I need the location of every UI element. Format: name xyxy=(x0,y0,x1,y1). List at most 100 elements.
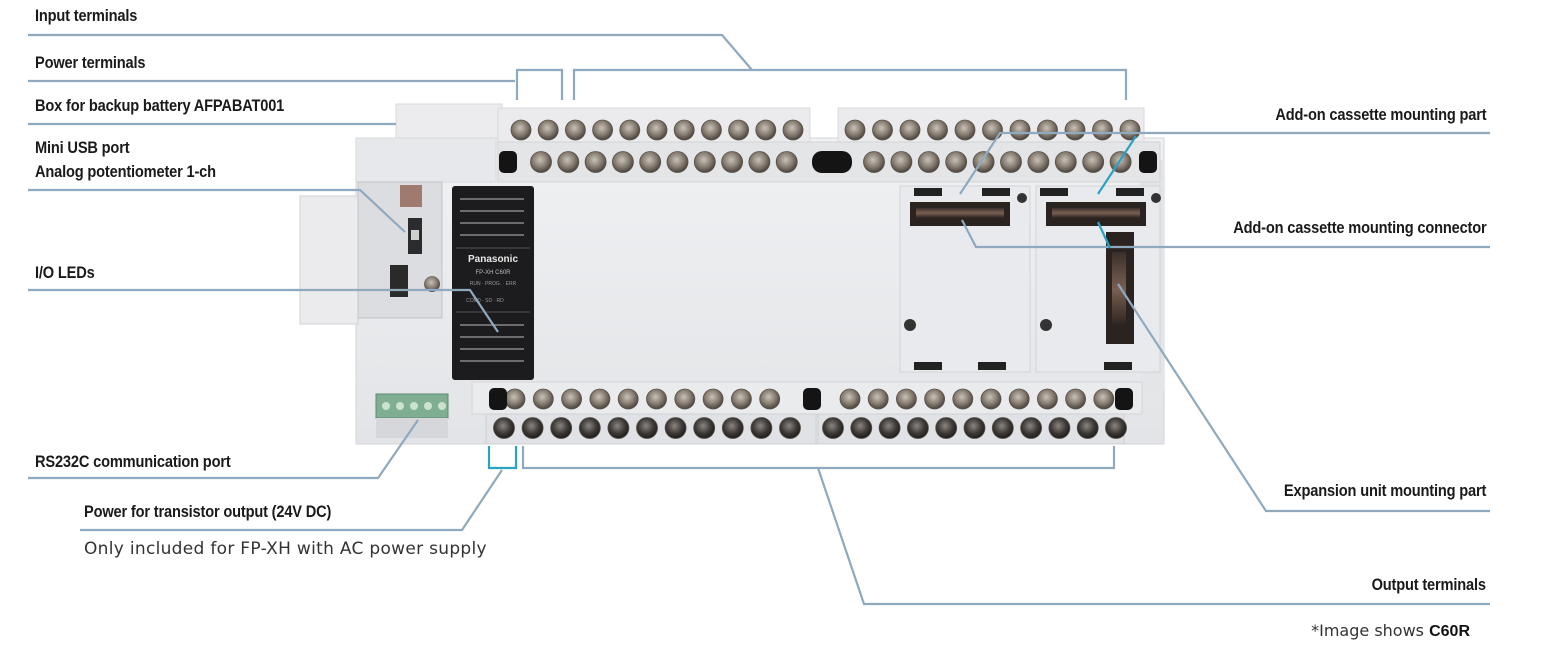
terminal-screw-icon xyxy=(617,388,639,410)
mini-usb-port xyxy=(400,185,422,254)
note-ac-power-supply: Only included for FP-XH with AC power su… xyxy=(84,539,487,559)
footnote-model: C60R xyxy=(1429,623,1470,640)
terminal-screw-icon xyxy=(1054,151,1077,173)
terminal-screw-icon xyxy=(584,151,607,173)
footnote-image-model: *Image shows C60R xyxy=(1311,621,1470,641)
terminal-screw-icon xyxy=(779,417,801,439)
terminal-screw-icon xyxy=(775,151,798,173)
terminal-screw-icon xyxy=(935,417,958,439)
terminal-screw-icon xyxy=(673,119,695,141)
terminal-screw-icon xyxy=(963,417,986,439)
svg-text:COM0 · SD · RD: COM0 · SD · RD xyxy=(466,298,504,304)
terminal-screw-icon xyxy=(565,119,586,141)
terminal-screw-icon xyxy=(878,417,901,439)
label-io-leds: I/O LEDs xyxy=(35,263,95,282)
label-transistor-output-power: Power for transistor output (24V DC) xyxy=(84,502,332,521)
terminal-screw-icon xyxy=(693,417,716,439)
terminal-screw-icon xyxy=(991,417,1014,439)
terminal-cover-icon xyxy=(812,151,852,173)
terminal-screw-icon xyxy=(839,388,861,410)
terminal-screw-icon xyxy=(924,388,945,410)
terminal-screw-icon xyxy=(721,151,743,173)
terminal-screw-icon xyxy=(493,417,515,439)
terminal-screw-icon xyxy=(1037,388,1058,410)
leader-addon-connector xyxy=(961,219,1490,249)
terminal-screw-icon xyxy=(822,417,844,439)
bracket-power-terminals xyxy=(515,68,564,100)
bracket-input-terminals xyxy=(572,68,1128,100)
terminal-screw-icon xyxy=(1027,151,1050,173)
terminal-screw-icon xyxy=(521,417,544,439)
terminal-screw-icon xyxy=(636,417,658,439)
terminal-screw-icon xyxy=(748,151,771,173)
leader-io-leds xyxy=(28,288,499,333)
input-terminal-block xyxy=(497,107,1161,183)
terminal-screw-icon xyxy=(755,119,777,141)
terminal-screw-icon xyxy=(589,388,611,410)
terminal-cover-icon xyxy=(803,388,821,410)
brand-logo: Panasonic xyxy=(468,254,518,265)
label-expansion-unit-part: Expansion unit mounting part xyxy=(1283,481,1486,500)
terminal-screw-icon xyxy=(674,388,696,410)
footnote-prefix: *Image shows xyxy=(1311,621,1430,640)
terminal-screw-icon xyxy=(728,119,749,141)
terminal-screw-icon xyxy=(980,388,1002,410)
terminal-cover-icon xyxy=(1139,151,1157,173)
terminal-screw-icon xyxy=(863,151,885,173)
terminal-screw-icon xyxy=(1008,388,1030,410)
label-mini-usb-port: Mini USB port xyxy=(35,138,130,157)
label-power-terminals: Power terminals xyxy=(35,53,146,72)
terminal-screw-icon xyxy=(890,151,913,173)
terminal-cover-icon xyxy=(1115,388,1133,410)
leader-addon-part xyxy=(959,131,1490,195)
terminal-screw-icon xyxy=(578,417,601,439)
terminal-screw-icon xyxy=(954,119,976,141)
terminal-screw-icon xyxy=(872,119,893,141)
terminal-cover-icon xyxy=(499,151,517,173)
output-terminal-block xyxy=(471,151,1157,445)
terminal-screw-icon xyxy=(899,119,921,141)
backup-battery-box xyxy=(395,103,503,141)
terminal-screw-icon xyxy=(532,388,554,410)
terminal-screw-icon xyxy=(646,119,668,141)
output-leds xyxy=(460,324,524,362)
leader-expansion-part xyxy=(1117,283,1490,513)
terminal-screw-icon xyxy=(952,388,974,410)
terminal-screw-icon xyxy=(666,151,689,173)
bracket-output-terminals xyxy=(521,446,1116,470)
label-rs232c-port: RS232C communication port xyxy=(35,452,231,471)
terminal-screw-icon xyxy=(1092,119,1113,141)
label-backup-battery-box: Box for backup battery AFPABAT001 xyxy=(35,96,285,115)
label-output-terminals: Output terminals xyxy=(1371,575,1486,594)
accent-addon-part xyxy=(1097,135,1137,195)
input-leds xyxy=(460,198,524,236)
terminal-screw-icon xyxy=(550,417,573,439)
terminal-screw-icon xyxy=(1009,119,1031,141)
terminal-screw-icon xyxy=(850,417,873,439)
terminal-screw-icon xyxy=(561,388,582,410)
leader-output-terminals xyxy=(816,467,1490,606)
terminal-cover-icon xyxy=(489,388,507,410)
terminal-screw-icon xyxy=(1076,417,1099,439)
terminal-screw-icon xyxy=(537,119,559,141)
terminal-screw-icon xyxy=(1064,119,1086,141)
terminal-screw-icon xyxy=(510,119,532,141)
terminal-screw-icon xyxy=(731,388,752,410)
terminal-screw-icon xyxy=(721,417,744,439)
label-addon-cassette-part: Add-on cassette mounting part xyxy=(1274,105,1486,124)
terminal-screw-icon xyxy=(1048,417,1071,439)
terminal-screw-icon xyxy=(592,119,613,141)
terminal-screw-icon xyxy=(646,388,667,410)
label-analog-potentiometer: Analog potentiometer 1-ch xyxy=(35,162,216,181)
terminal-screw-icon xyxy=(664,417,687,439)
svg-text:RUN · PROG. · ERR: RUN · PROG. · ERR xyxy=(470,281,517,287)
addon-cassette-bay-2 xyxy=(1035,185,1161,373)
terminal-screw-icon xyxy=(1119,119,1141,141)
accent-addon-connector xyxy=(1097,221,1111,249)
terminal-screw-icon xyxy=(1105,417,1127,439)
terminal-screw-icon xyxy=(782,119,804,141)
terminal-screw-icon xyxy=(750,417,773,439)
label-addon-cassette-connector: Add-on cassette mounting connector xyxy=(1232,218,1486,237)
